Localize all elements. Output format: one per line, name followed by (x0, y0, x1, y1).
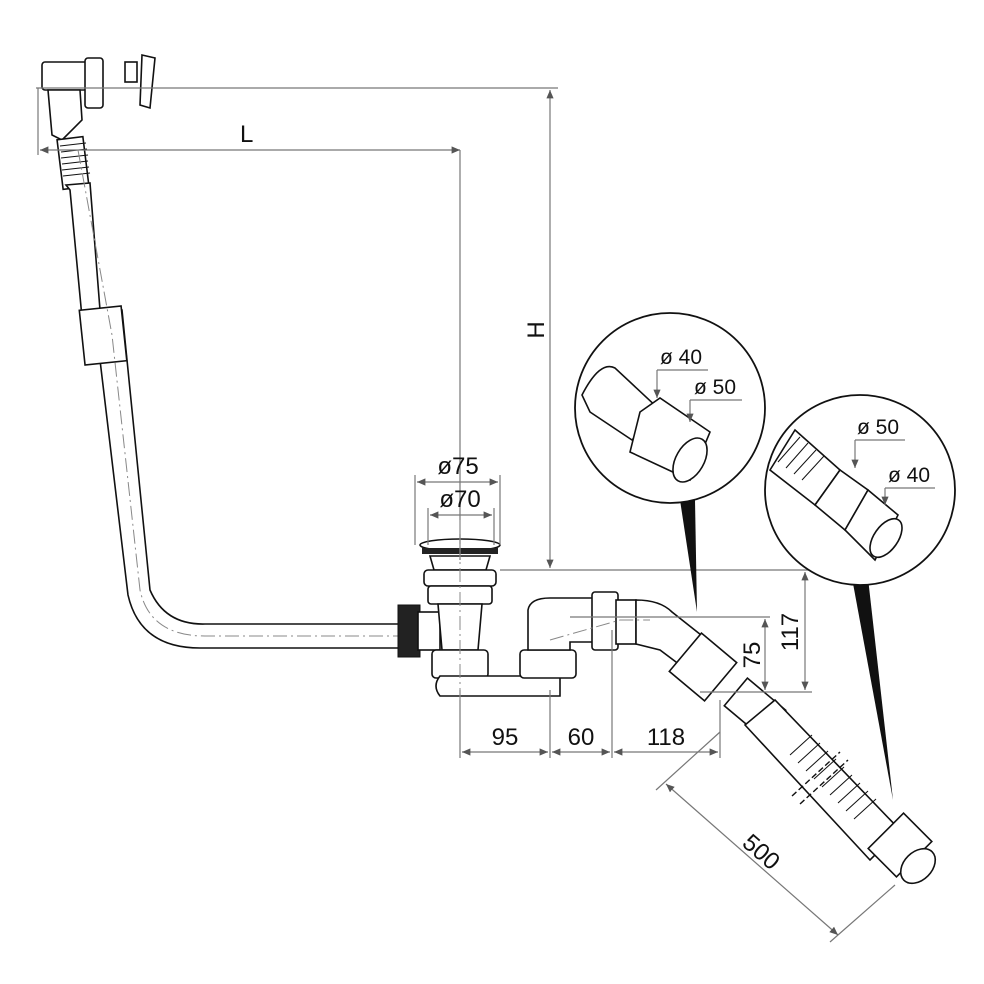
detail-circle-2: ø 50 ø 40 (764, 394, 956, 800)
flexible-hose (723, 677, 937, 885)
dim-label-L: L (240, 121, 253, 148)
detail-1-label-d50: ø 50 (694, 376, 736, 399)
dim-label-95: 95 (492, 724, 519, 751)
detail-2-label-d40: ø 40 (888, 464, 930, 487)
dimension-lines (36, 87, 896, 943)
dim-label-75: 75 (739, 642, 766, 669)
dim-label-60: 60 (568, 724, 595, 751)
overflow-pipe (64, 149, 420, 649)
dim-label-117: 117 (777, 613, 804, 651)
dim-label-d75: ø75 (437, 453, 478, 480)
detail-1-label-d40: ø 40 (660, 346, 702, 369)
detail-circle-1: ø 40 ø 50 (574, 312, 766, 612)
dim-label-118: 118 (647, 724, 685, 751)
trap-body (435, 591, 738, 703)
overflow-assembly (41, 54, 156, 191)
connector-nut (397, 604, 441, 658)
dim-label-d70: ø70 (439, 486, 480, 513)
dim-label-500: 500 (737, 829, 785, 876)
dim-label-H: H (523, 321, 550, 338)
detail-2-label-d50: ø 50 (857, 416, 899, 439)
